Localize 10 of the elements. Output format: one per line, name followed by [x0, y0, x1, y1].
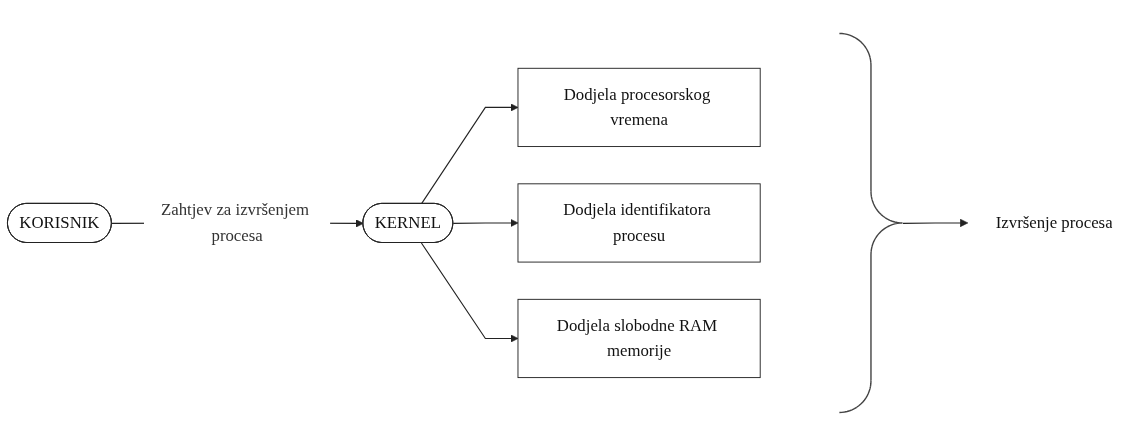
edge-label: Zahtjev za izvršenjem procesa [160, 200, 310, 244]
arrow [452, 218, 519, 227]
node-box: Dodjela slobodne RAM memorije [517, 298, 761, 378]
node-text: Izvršenje procesa [995, 212, 1113, 232]
arrow [420, 241, 519, 343]
node-box: Dodjela procesorskog vremena [517, 67, 761, 147]
arrow [902, 218, 969, 227]
node-box: Dodjela identifikatora procesu [517, 182, 761, 263]
arrow [420, 102, 519, 204]
node-brace [838, 32, 904, 413]
